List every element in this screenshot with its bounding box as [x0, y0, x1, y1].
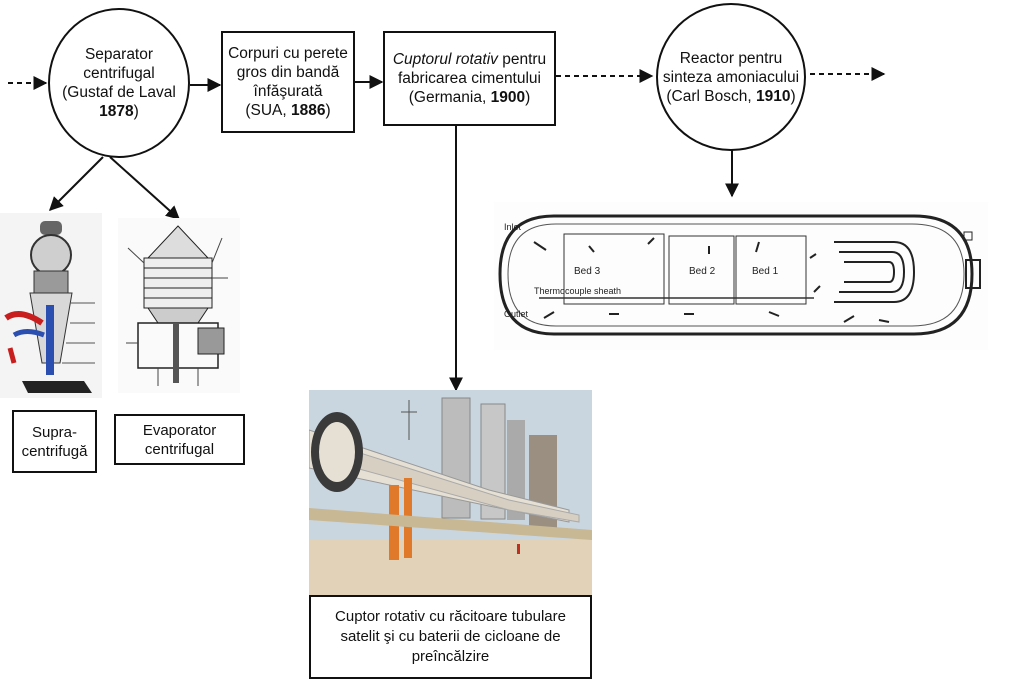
- drawing-bed2: Bed 2: [689, 266, 716, 277]
- cuptorul-line1: Cuptorul rotativ pentru: [393, 50, 546, 69]
- corpuri-line3: înfăşurată: [253, 83, 323, 100]
- separator-node: Separator centrifugal (Gustaf de Laval 1…: [48, 8, 190, 158]
- reactor-drawing: Inlet Outlet Bed 3 Bed 2 Bed 1 Thermocou…: [494, 202, 988, 350]
- cuptorul-year-line: (Germania, 1900): [409, 88, 531, 107]
- corpuri-pre: (SUA,: [245, 102, 291, 119]
- cuptor-racitoare-node: Cuptor rotativ cu răcitoare tubulare sat…: [309, 595, 592, 679]
- drawing-sheath: Thermocouple sheath: [534, 286, 621, 296]
- drawing-outlet: Outlet: [504, 309, 529, 319]
- reactor-year: 1910: [755, 87, 791, 105]
- cuptorul-rest: pentru: [497, 51, 547, 68]
- corpuri-year: 1886: [291, 102, 326, 119]
- reactor-close: ): [790, 87, 796, 105]
- evaporator-node: Evaporator centrifugal: [114, 414, 245, 465]
- reactor-line1: Reactor pentru: [679, 49, 783, 67]
- cuptor-racitoare-line2: satelit şi cu baterii de cicloane de: [340, 628, 561, 645]
- evaporator-line2: centrifugal: [144, 440, 215, 458]
- separator-line3: (Gustaf de Laval: [62, 84, 176, 101]
- separator-year-line: 1878): [99, 102, 139, 121]
- reactor-year-line: (Carl Bosch, 1910): [666, 87, 795, 106]
- cuptorul-line2: fabricarea cimentului: [397, 70, 541, 87]
- reactor-pre: (Carl Bosch,: [666, 87, 756, 105]
- separator-year: 1878: [99, 103, 134, 120]
- cuptorul-year: 1900: [490, 89, 526, 106]
- drawing-bed3: Bed 3: [574, 266, 601, 277]
- cuptor-racitoare-line1: Cuptor rotativ cu răcitoare tubulare: [335, 608, 566, 625]
- supracentrifuga-image: [0, 213, 102, 398]
- cuptorul-pre: (Germania,: [408, 89, 491, 106]
- arrow-separator-to-supracentrifuga: [49, 156, 104, 211]
- arrow-separator-to-evaporator: [109, 156, 181, 220]
- corpuri-line1: Corpuri cu perete: [228, 45, 348, 62]
- supra-line1: Supra-: [31, 423, 78, 441]
- drawing-bed1: Bed 1: [752, 266, 779, 277]
- corpuri-line2: gros din bandă: [236, 64, 340, 81]
- corpuri-year-line: (SUA, 1886): [245, 101, 330, 120]
- cuptorul-close: ): [525, 89, 531, 106]
- corpuri-close: ): [325, 102, 331, 119]
- drawing-inlet: Inlet: [504, 222, 522, 232]
- cuptorul-italic: Cuptorul rotativ: [392, 51, 498, 68]
- separator-line2: centrifugal: [83, 65, 155, 82]
- evaporator-image: [118, 218, 240, 393]
- separator-close: ): [133, 103, 139, 120]
- supracentrifuga-node: Supra- centrifugă: [12, 410, 97, 473]
- separator-line1: Separator: [84, 46, 154, 63]
- cuptor-racitoare-line3: preîncălzire: [411, 648, 490, 665]
- supra-line2: centrifugă: [21, 442, 88, 460]
- evaporator-line1: Evaporator: [142, 421, 217, 439]
- rotary-kiln-photo: [309, 390, 592, 595]
- reactor-node: Reactor pentru sinteza amoniacului (Carl…: [656, 3, 806, 151]
- cuptorul-node: Cuptorul rotativ pentru fabricarea cimen…: [383, 31, 556, 126]
- reactor-line2: sinteza amoniacului: [662, 68, 800, 86]
- corpuri-node: Corpuri cu perete gros din bandă înfăşur…: [221, 31, 355, 133]
